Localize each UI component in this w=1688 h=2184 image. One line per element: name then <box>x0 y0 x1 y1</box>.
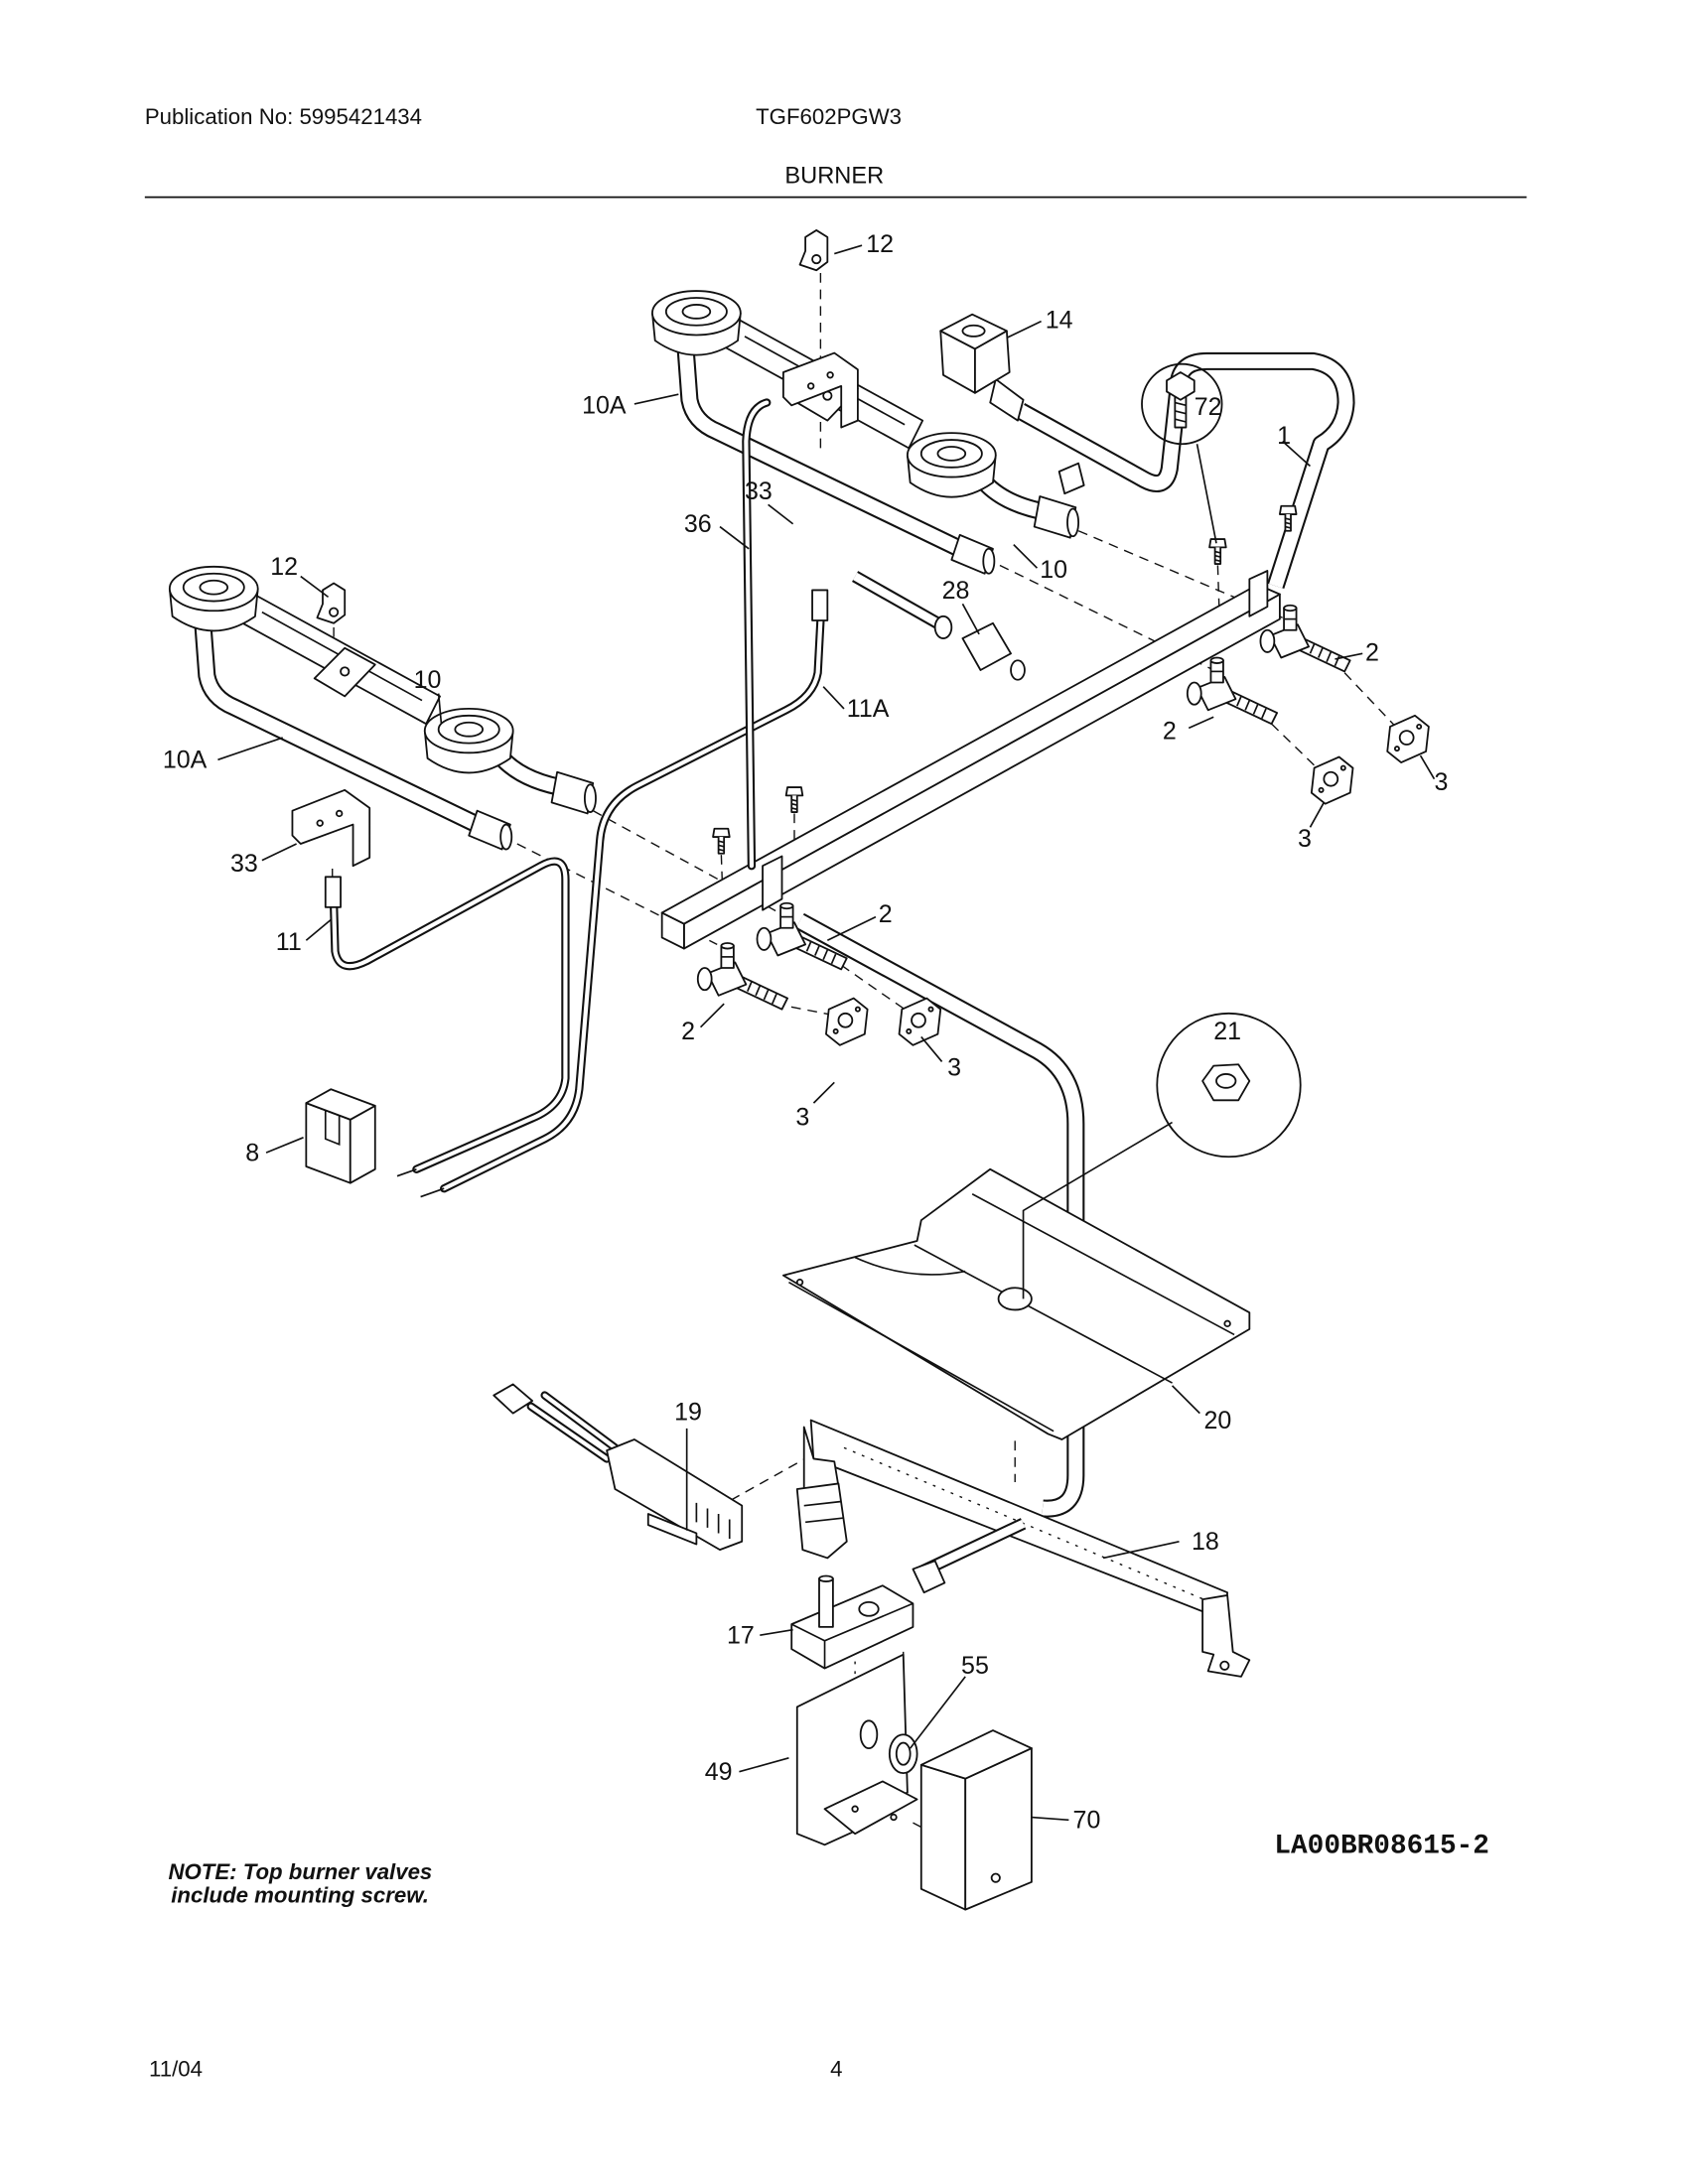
callout-14: 14 <box>1046 307 1073 335</box>
callout-49: 49 <box>705 1758 733 1786</box>
section-title: BURNER <box>784 164 884 190</box>
detail-nut-21 <box>1156 1012 1302 1159</box>
callout-72: 72 <box>1195 393 1222 421</box>
oven-igniter <box>492 1383 744 1552</box>
callout-12-top: 12 <box>866 230 894 258</box>
bezel-right-rear <box>1386 714 1430 763</box>
manifold-bracket-right <box>1248 570 1269 617</box>
spark-igniter-28 <box>852 571 1026 681</box>
spark-module <box>305 1088 376 1184</box>
callout-3-right-rear: 3 <box>1434 768 1448 796</box>
tube-clip <box>1057 462 1085 495</box>
oven-supply-tube <box>795 912 1085 1518</box>
control-box <box>919 1729 1033 1911</box>
callout-12-left: 12 <box>270 553 298 581</box>
oven-valve-pipe <box>918 1518 1027 1577</box>
callout-2-left-rear: 2 <box>879 900 893 928</box>
callout-11: 11 <box>276 928 302 956</box>
burner-valve-right-front <box>1186 656 1279 726</box>
callout-3-left-rear: 3 <box>947 1053 961 1081</box>
burner-assembly-left <box>170 567 596 850</box>
leader-lines <box>217 244 1436 1822</box>
callout-2-right-rear: 2 <box>1365 638 1379 666</box>
callout-36: 36 <box>684 510 712 538</box>
callout-10A-left: 10A <box>163 747 208 774</box>
burner-clip-left <box>316 582 347 624</box>
oven-valve <box>790 1560 946 1670</box>
callout-2-right-front: 2 <box>1163 717 1177 745</box>
publication-number: Publication No: 5995421434 <box>145 104 422 129</box>
grommet <box>888 1733 918 1775</box>
gas-supply-tube <box>1016 351 1355 590</box>
callout-1: 1 <box>1277 422 1291 450</box>
burner-clip-upper <box>798 229 829 272</box>
igniter-bracket-upper <box>781 351 859 429</box>
burner-baffle <box>781 1167 1251 1440</box>
screw-manifold-2 <box>784 786 804 813</box>
burner-valve-left-front <box>696 942 788 1011</box>
callout-11A: 11A <box>847 695 890 723</box>
valve-bracket <box>795 1653 918 1846</box>
manifold-bracket-left <box>762 855 783 911</box>
callout-20: 20 <box>1204 1407 1232 1434</box>
callout-2-left-front: 2 <box>681 1018 695 1045</box>
wire-11A <box>420 589 829 1198</box>
callout-10A-top: 10A <box>582 392 627 420</box>
callout-33-top: 33 <box>745 478 773 505</box>
footer-date: 11/04 <box>149 2057 203 2082</box>
callout-10-top: 10 <box>1040 556 1067 584</box>
callout-10-left: 10 <box>414 666 442 694</box>
bezel-left-rear <box>898 997 942 1046</box>
screw-manifold-3 <box>1208 538 1227 565</box>
callout-33-left: 33 <box>230 850 258 878</box>
callout-3-left-front: 3 <box>795 1103 809 1131</box>
diagram-id: LA00BR08615-2 <box>1274 1832 1489 1862</box>
callout-21: 21 <box>1213 1018 1241 1045</box>
callout-3-right-front: 3 <box>1298 825 1312 853</box>
callout-55: 55 <box>961 1652 989 1680</box>
manifold <box>660 570 1281 950</box>
footer-page-number: 4 <box>830 2057 842 2082</box>
callout-19: 19 <box>674 1399 702 1427</box>
callout-labels: 12 14 72 1 10A 33 36 10 28 12 10 2 11A 2… <box>163 230 1448 1835</box>
callout-28: 28 <box>942 577 970 605</box>
wire-36 <box>742 398 772 871</box>
wire-11 <box>324 857 570 1177</box>
detail-bolt-72 <box>1141 362 1223 446</box>
model-number: TGF602PGW3 <box>756 104 902 129</box>
screw-manifold-1 <box>712 827 731 855</box>
note-line-2: include mounting screw. <box>171 1883 429 1908</box>
callout-70: 70 <box>1073 1807 1101 1835</box>
callout-17: 17 <box>727 1622 755 1650</box>
bezel-left-front <box>825 997 869 1046</box>
pressure-regulator <box>939 313 1025 422</box>
bezel-right-front <box>1310 755 1354 805</box>
callout-18: 18 <box>1192 1528 1219 1556</box>
note-line-1: NOTE: Top burner valves <box>168 1859 432 1884</box>
igniter-bracket-left <box>291 788 371 868</box>
callout-8: 8 <box>245 1139 259 1166</box>
